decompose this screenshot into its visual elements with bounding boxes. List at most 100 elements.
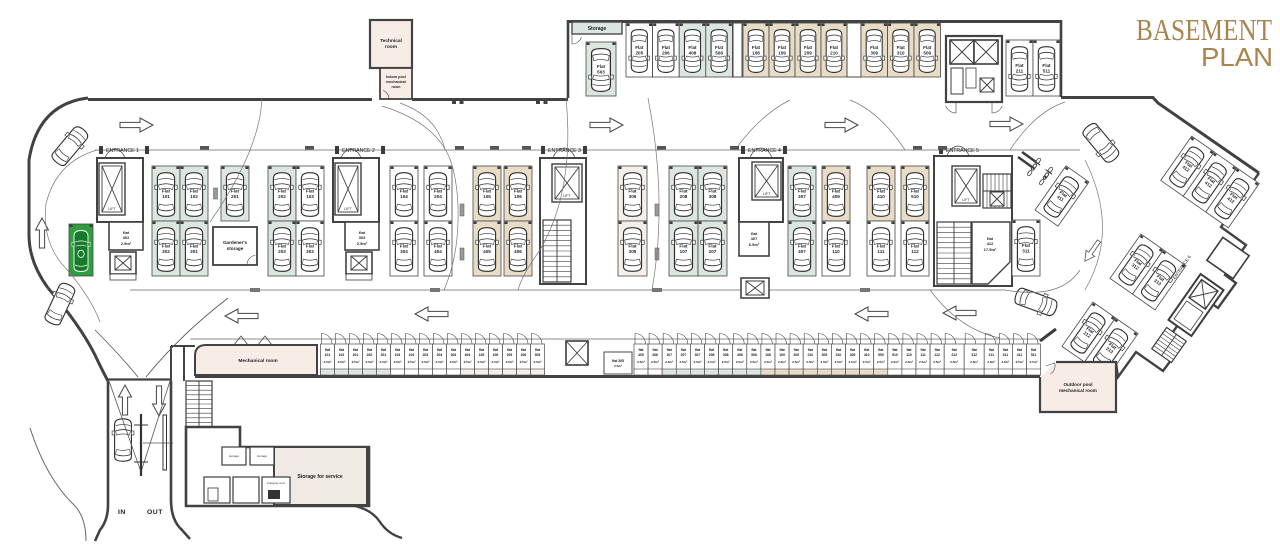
svg-text:flat: flat: [709, 348, 715, 352]
svg-text:107: 107: [666, 353, 672, 357]
svg-text:flat: flat: [367, 348, 373, 352]
svg-text:flat: flat: [751, 348, 757, 352]
svg-text:Flat: Flat: [597, 64, 606, 69]
svg-text:411: 411: [1056, 194, 1065, 203]
svg-text:101: 101: [325, 353, 331, 357]
svg-text:102: 102: [190, 194, 198, 199]
svg-text:Flat: Flat: [870, 45, 879, 50]
svg-text:Flat: Flat: [708, 244, 717, 249]
svg-text:flat: flat: [723, 348, 729, 352]
svg-text:flat: flat: [1031, 348, 1037, 352]
svg-text:2.5m²: 2.5m²: [987, 360, 995, 364]
svg-text:201: 201: [353, 353, 359, 357]
svg-text:202: 202: [367, 353, 373, 357]
svg-text:Storage: Storage: [588, 26, 607, 32]
svg-text:2.5m²: 2.5m²: [905, 360, 913, 364]
svg-text:511: 511: [1043, 68, 1051, 73]
svg-text:Outdoor pool: Outdoor pool: [1063, 382, 1092, 387]
svg-text:Flat: Flat: [190, 244, 199, 249]
svg-text:412: 412: [1226, 196, 1236, 205]
svg-text:flat: flat: [437, 348, 443, 352]
svg-text:2.5m²: 2.5m²: [736, 360, 744, 364]
svg-text:104: 104: [400, 194, 408, 199]
svg-text:312: 312: [971, 353, 977, 357]
svg-text:2.5m²: 2.5m²: [722, 360, 730, 364]
svg-text:112: 112: [911, 249, 919, 254]
svg-text:206: 206: [521, 353, 527, 357]
svg-text:Flat: Flat: [832, 244, 841, 249]
svg-text:Flat: Flat: [679, 244, 688, 249]
svg-text:IN: IN: [118, 509, 126, 516]
svg-text:411: 411: [1017, 353, 1023, 357]
svg-text:mechanical room: mechanical room: [1059, 388, 1097, 393]
svg-text:Flat: Flat: [911, 244, 920, 249]
svg-text:511: 511: [1031, 353, 1037, 357]
svg-text:2.5m²: 2.5m²: [352, 360, 360, 364]
svg-text:2.5m²: 2.5m²: [478, 360, 486, 364]
svg-text:110: 110: [906, 353, 912, 357]
svg-text:202: 202: [278, 194, 286, 199]
svg-text:2.5m²: 2.5m²: [436, 360, 444, 364]
svg-text:2.5m²: 2.5m²: [970, 360, 978, 364]
svg-text:flat: flat: [808, 348, 814, 352]
svg-text:Flat: Flat: [231, 189, 240, 194]
svg-text:flat 305: flat 305: [612, 359, 624, 363]
svg-text:flat: flat: [972, 348, 978, 352]
svg-text:109: 109: [778, 50, 786, 55]
svg-text:flat: flat: [695, 348, 701, 352]
svg-text:Flat: Flat: [911, 189, 920, 194]
svg-text:312: 312: [1130, 262, 1140, 271]
svg-text:changing room: changing room: [267, 481, 286, 485]
svg-text:112: 112: [934, 353, 940, 357]
svg-text:ENTRANCE 4: ENTRANCE 4: [748, 148, 781, 154]
svg-text:2.5m²: 2.5m²: [464, 360, 472, 364]
svg-text:Flat: Flat: [830, 45, 839, 50]
svg-text:Flat: Flat: [1085, 326, 1095, 335]
svg-text:2.5m²: 2.5m²: [750, 360, 758, 364]
svg-text:Flat: Flat: [804, 45, 813, 50]
svg-text:flat: flat: [892, 348, 898, 352]
svg-text:ENTRANCE 2: ENTRANCE 2: [342, 148, 375, 154]
svg-text:307: 307: [798, 194, 806, 199]
svg-text:2.5m²: 2.5m²: [778, 360, 786, 364]
svg-text:2.5m²: 2.5m²: [863, 360, 871, 364]
svg-text:Flat: Flat: [628, 189, 637, 194]
svg-text:206: 206: [662, 50, 670, 55]
svg-text:109: 109: [779, 353, 785, 357]
svg-text:104: 104: [409, 353, 415, 357]
svg-text:2.5m²: 2.5m²: [1016, 360, 1024, 364]
svg-text:mechanical: mechanical: [386, 80, 406, 84]
svg-text:flat: flat: [952, 348, 958, 352]
svg-text:storage: storage: [257, 454, 267, 458]
svg-text:212: 212: [951, 353, 957, 357]
svg-text:flat: flat: [906, 348, 912, 352]
svg-text:103: 103: [306, 194, 314, 199]
svg-text:LIFT: LIFT: [763, 192, 771, 196]
svg-text:PLAN: PLAN: [1201, 42, 1273, 72]
svg-text:LIFT: LIFT: [108, 207, 116, 211]
svg-text:Flat: Flat: [483, 189, 492, 194]
svg-text:309: 309: [870, 50, 878, 55]
svg-text:Flat: Flat: [278, 244, 287, 249]
svg-text:509: 509: [878, 353, 884, 357]
svg-text:Flat: Flat: [688, 45, 697, 50]
svg-text:flat: flat: [737, 348, 743, 352]
svg-text:OUT: OUT: [147, 509, 163, 516]
svg-text:2.5m²: 2.5m²: [1001, 360, 1009, 364]
svg-text:flat: flat: [667, 348, 673, 352]
svg-text:301: 301: [381, 353, 387, 357]
svg-text:flat: flat: [123, 230, 130, 235]
svg-text:508: 508: [715, 50, 723, 55]
svg-text:211: 211: [1016, 68, 1024, 73]
svg-text:2.5m²: 2.5m²: [422, 360, 430, 364]
svg-text:Flat: Flat: [1156, 274, 1166, 283]
svg-text:flat: flat: [493, 348, 499, 352]
svg-text:flat: flat: [836, 348, 842, 352]
svg-text:flat: flat: [409, 348, 415, 352]
svg-text:2.5m²: 2.5m²: [357, 241, 368, 246]
svg-text:Flat: Flat: [1042, 63, 1051, 68]
svg-text:201: 201: [231, 194, 239, 199]
svg-text:Flat: Flat: [708, 189, 717, 194]
svg-text:Flat: Flat: [400, 244, 409, 249]
svg-text:407: 407: [751, 236, 758, 241]
